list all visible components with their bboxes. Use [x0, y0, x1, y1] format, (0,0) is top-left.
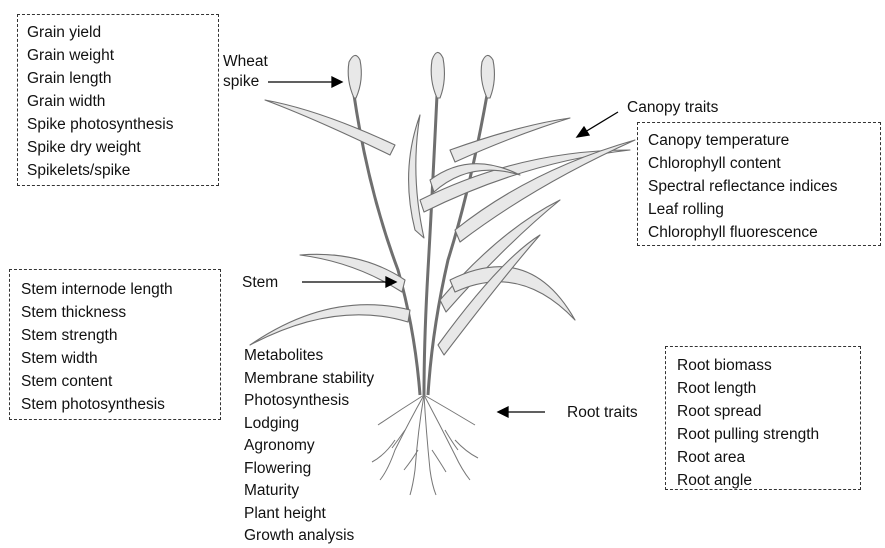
list-item: Membrane stability	[244, 368, 374, 391]
list-item: Photosynthesis	[244, 390, 374, 413]
list-item: Stem internode length	[21, 278, 220, 301]
list-item: Leaf rolling	[648, 198, 880, 221]
leaf-upper-right	[450, 118, 570, 162]
leaf-upper-right-long	[420, 150, 630, 212]
stem-traits-box: Stem internode length Stem thickness Ste…	[9, 269, 221, 420]
list-item: Root length	[677, 377, 860, 400]
root-traits-label: Root traits	[567, 403, 638, 423]
stem-traits-list: Stem internode length Stem thickness Ste…	[21, 278, 220, 416]
list-item: Agronomy	[244, 435, 374, 458]
list-item: Root pulling strength	[677, 423, 860, 446]
leaf-center-tall	[409, 115, 424, 238]
list-item: Root spread	[677, 400, 860, 423]
list-item: Grain length	[27, 67, 218, 90]
stem-center	[424, 95, 437, 395]
list-item: Plant height	[244, 503, 374, 526]
leaf-right-lower	[440, 200, 560, 312]
leaf-upper-left	[265, 100, 395, 155]
list-item: Growth analysis	[244, 525, 374, 548]
spike-center	[431, 52, 444, 98]
list-item: Metabolites	[244, 345, 374, 368]
root-traits-box: Root biomass Root length Root spread Roo…	[665, 346, 861, 490]
general-traits-list: Metabolites Membrane stability Photosynt…	[244, 345, 374, 548]
list-item: Stem photosynthesis	[21, 393, 220, 416]
list-item: Grain width	[27, 90, 218, 113]
list-item: Canopy temperature	[648, 129, 880, 152]
canopy-traits-box: Canopy temperature Chlorophyll content S…	[637, 122, 881, 246]
canopy-arrowhead	[577, 127, 589, 137]
stem-label: Stem	[242, 273, 278, 293]
canopy-traits-label: Canopy traits	[627, 98, 718, 118]
list-item: Spectral reflectance indices	[648, 175, 880, 198]
list-item: Grain yield	[27, 21, 218, 44]
leaf-left-lower	[250, 305, 410, 345]
canopy-traits-list: Canopy temperature Chlorophyll content S…	[648, 129, 880, 244]
list-item: Grain weight	[27, 44, 218, 67]
list-item: Chlorophyll fluorescence	[648, 221, 880, 244]
list-item: Stem strength	[21, 324, 220, 347]
wheat-spike-arrowhead	[332, 77, 342, 87]
list-item: Lodging	[244, 413, 374, 436]
list-item: Flowering	[244, 458, 374, 481]
leaf-left-mid	[300, 254, 405, 292]
leaf-right-mid	[455, 140, 635, 242]
list-item: Chlorophyll content	[648, 152, 880, 175]
list-item: Root angle	[677, 469, 860, 492]
list-item: Stem content	[21, 370, 220, 393]
grain-traits-box: Grain yield Grain weight Grain length Gr…	[17, 14, 219, 186]
spike-right	[481, 55, 494, 98]
root-arrowhead	[498, 407, 508, 417]
list-item: Root area	[677, 446, 860, 469]
list-item: Spikelets/spike	[27, 159, 218, 182]
list-item: Spike dry weight	[27, 136, 218, 159]
list-item: Stem width	[21, 347, 220, 370]
list-item: Root biomass	[677, 354, 860, 377]
roots	[372, 395, 478, 495]
list-item: Stem thickness	[21, 301, 220, 324]
wheat-spike-label-line1: Wheat	[223, 52, 268, 72]
wheat-spike-label-line2: spike	[223, 72, 259, 92]
spike-left	[348, 55, 361, 98]
grain-traits-list: Grain yield Grain weight Grain length Gr…	[27, 21, 218, 182]
list-item: Spike photosynthesis	[27, 113, 218, 136]
list-item: Maturity	[244, 480, 374, 503]
root-traits-list: Root biomass Root length Root spread Roo…	[677, 354, 860, 492]
